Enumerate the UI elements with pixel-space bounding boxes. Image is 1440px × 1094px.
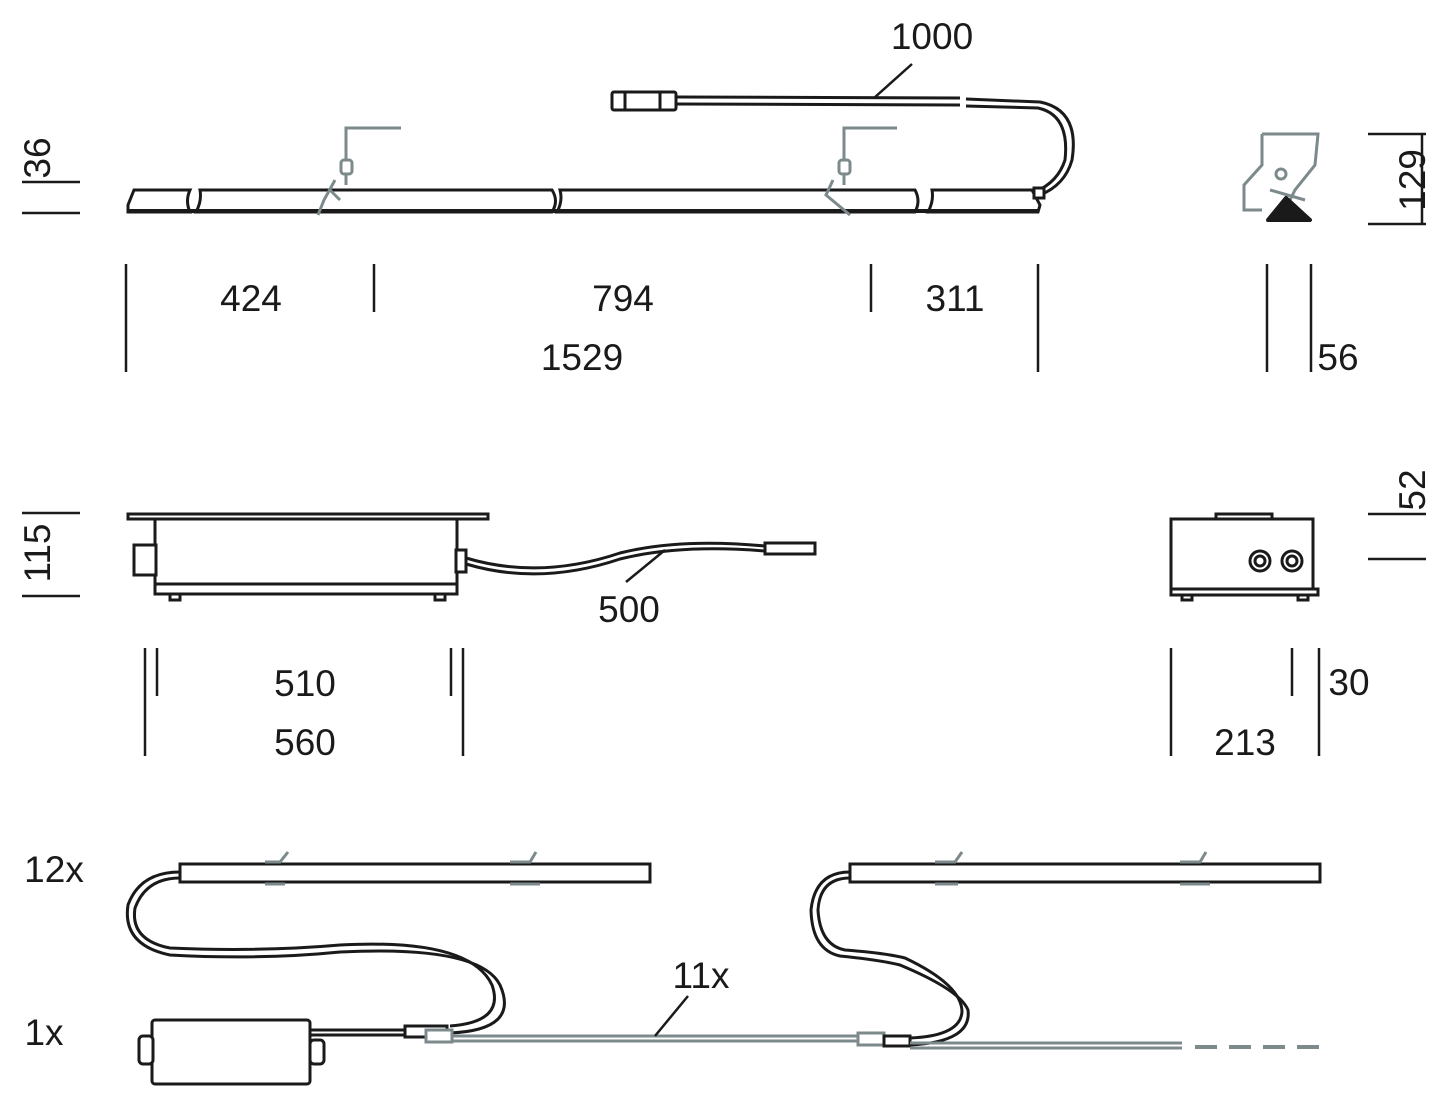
dim-794: 794: [592, 278, 654, 319]
dim-1529: 1529: [541, 337, 623, 378]
leader-line-500: [625, 549, 666, 583]
driver-box-front: [126, 512, 817, 602]
luminaire-1: [178, 851, 652, 886]
dim-56: 56: [1317, 337, 1358, 378]
dim-30: 30: [1328, 662, 1369, 703]
dim-510: 510: [274, 663, 336, 704]
luminaire-profile: [126, 188, 1042, 214]
connector-count-label: 11x: [673, 955, 730, 996]
dim-560: 560: [274, 722, 336, 763]
dim-52: 52: [1392, 469, 1433, 510]
mounting-bracket-right: [824, 126, 897, 217]
dim-424: 424: [220, 278, 282, 319]
dim-129: 129: [1392, 149, 1433, 211]
leader-line-11x: [654, 995, 689, 1037]
dim-115: 115: [17, 524, 58, 583]
dim-311: 311: [926, 278, 985, 319]
driver-box-wiring: [137, 1018, 449, 1086]
dim-213: 213: [1214, 722, 1276, 763]
leader-line-cable: [873, 63, 913, 99]
driver-box-side: [1169, 512, 1320, 602]
dim-cable-1000: 1000: [891, 16, 973, 57]
dim-500: 500: [598, 589, 660, 630]
profile-cross-section: [1242, 132, 1320, 222]
connection-cables: [125, 870, 1320, 1050]
dim-lines-driver: [143, 648, 1321, 756]
dim-height-36: 36: [17, 137, 58, 178]
dim-lines-top: [124, 264, 1313, 372]
luminaire-2: [848, 851, 1322, 886]
feed-cable: [610, 90, 1075, 200]
driver-count-label: 1x: [24, 1012, 64, 1053]
mounting-bracket-left: [316, 126, 401, 216]
luminaire-count-label: 12x: [24, 849, 84, 890]
